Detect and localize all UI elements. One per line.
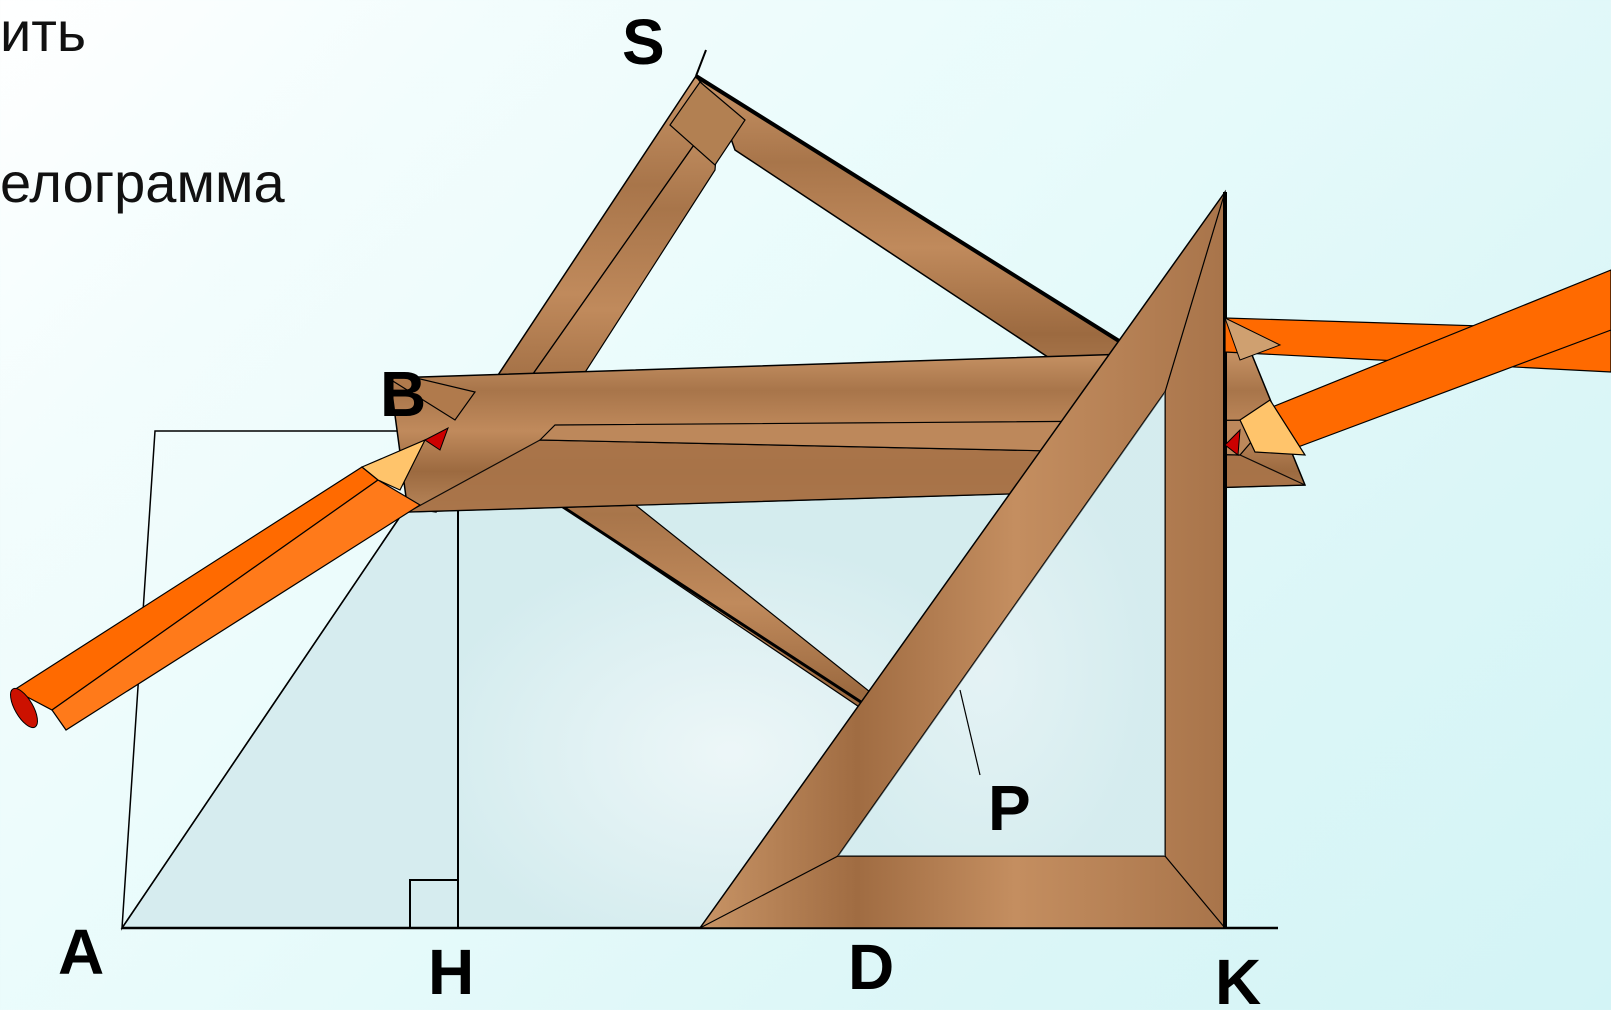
pencil-right (1224, 269, 1611, 456)
label-B: B (380, 358, 427, 430)
pencil-left (10, 426, 449, 731)
label-S: S (622, 6, 665, 78)
right-angle-marker (409, 879, 458, 928)
label-K: K (1215, 946, 1262, 1010)
label-D: D (848, 931, 895, 1003)
label-H: H (428, 936, 475, 1008)
slide-text-line-1: ить (0, 0, 87, 63)
label-P: P (988, 772, 1031, 844)
slide-text-line-2: елограмма (0, 151, 285, 214)
set-square-right (698, 189, 1227, 929)
label-A: A (58, 916, 105, 988)
